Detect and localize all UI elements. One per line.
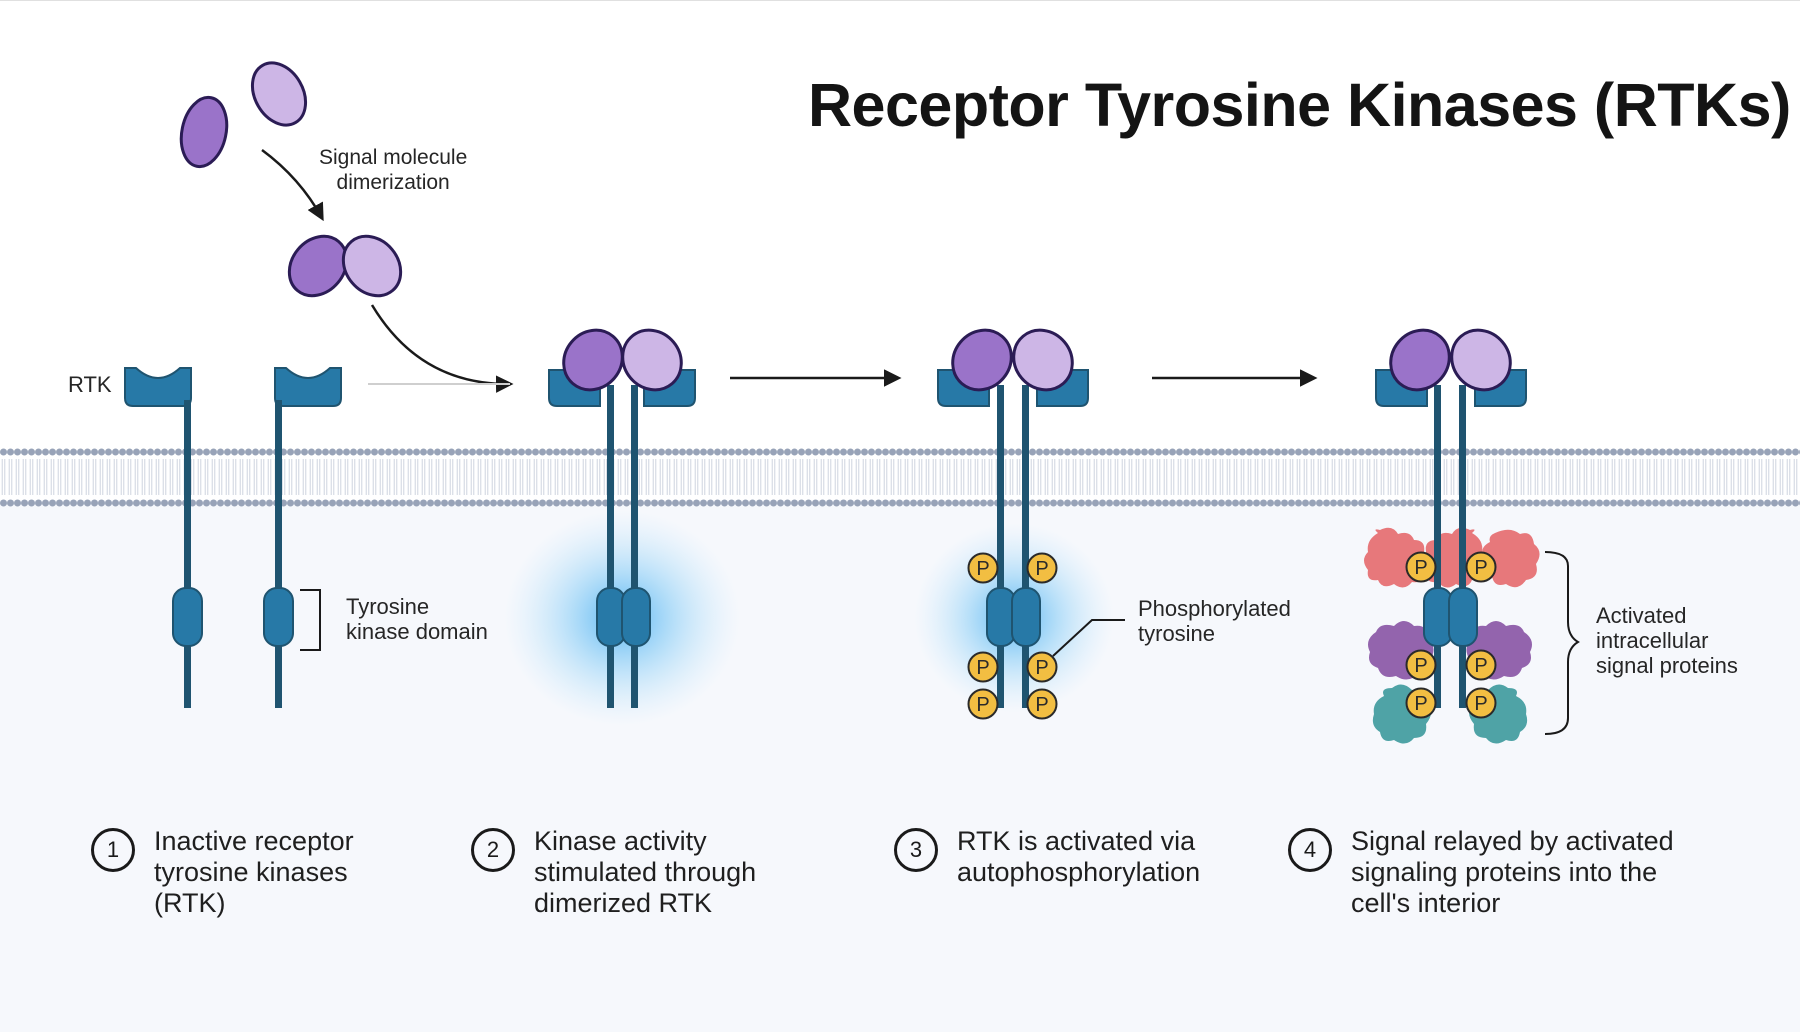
signaling-complex — [1364, 328, 1540, 744]
kinase-domain-bracket — [300, 589, 321, 651]
phosphorylated-tyrosine-label: Phosphorylated tyrosine — [1138, 596, 1291, 646]
page-title: Receptor Tyrosine Kinases (RTKs) — [808, 71, 1791, 139]
signal-proteins-brace — [1544, 551, 1580, 735]
inactive-rtk-left — [124, 367, 203, 708]
phosphate-icon: P — [1026, 651, 1058, 683]
cytoplasm-area — [0, 500, 1800, 1032]
phosphate-icon: P — [1465, 551, 1497, 583]
binding-arrow — [370, 304, 514, 393]
phosphorylated-tyrosine-leader — [1052, 619, 1125, 657]
phosphate-label: P — [1474, 693, 1487, 715]
activated-proteins-label: Activated intracellular signal proteins — [1596, 603, 1738, 678]
signal-molecule-dimer — [341, 234, 403, 298]
phosphate-icon: P — [1465, 649, 1497, 681]
phosphate-icon: P — [1465, 687, 1497, 719]
phosphate-icon: P — [1405, 687, 1437, 719]
phosphate-icon: P — [1405, 649, 1437, 681]
phosphate-label: P — [1414, 655, 1427, 677]
signal-molecule — [250, 61, 308, 127]
phosphate-label: P — [1414, 557, 1427, 579]
phosphate-label: P — [976, 657, 989, 679]
phosphate-icon: P — [967, 552, 999, 584]
phosphate-label: P — [1035, 657, 1048, 679]
step-number-badge: 3 — [894, 828, 938, 872]
phosphate-icon: P — [1026, 688, 1058, 720]
phosphate-label: P — [1474, 655, 1487, 677]
dimerized-rtk — [548, 328, 696, 708]
signal-molecule-dimer — [287, 234, 349, 298]
phosphate-icon: P — [967, 688, 999, 720]
phosphate-label: P — [976, 694, 989, 716]
phosphate-icon: P — [967, 651, 999, 683]
step-number-badge: 1 — [91, 828, 135, 872]
phosphate-label: P — [1414, 693, 1427, 715]
inactive-rtk-right — [263, 367, 342, 708]
signal-molecule-label: Signal molecule dimerization — [319, 146, 468, 194]
phosphate-label: P — [1474, 557, 1487, 579]
phosphate-icon: P — [1026, 552, 1058, 584]
step-number-badge: 4 — [1288, 828, 1332, 872]
top-border — [0, 0, 1800, 1]
autophosphorylated-rtk — [937, 328, 1089, 708]
rtk-label: RTK — [68, 372, 112, 397]
cell-membrane — [0, 445, 1800, 509]
dimerization-arrow — [261, 148, 324, 222]
phosphate-label: P — [1035, 558, 1048, 580]
phosphate-label: P — [976, 558, 989, 580]
step-number-badge: 2 — [471, 828, 515, 872]
signal-molecule — [179, 95, 229, 169]
tyrosine-kinase-domain-label: Tyrosine kinase domain — [346, 594, 488, 644]
phosphate-icon: P — [1405, 551, 1437, 583]
phosphate-label: P — [1035, 694, 1048, 716]
